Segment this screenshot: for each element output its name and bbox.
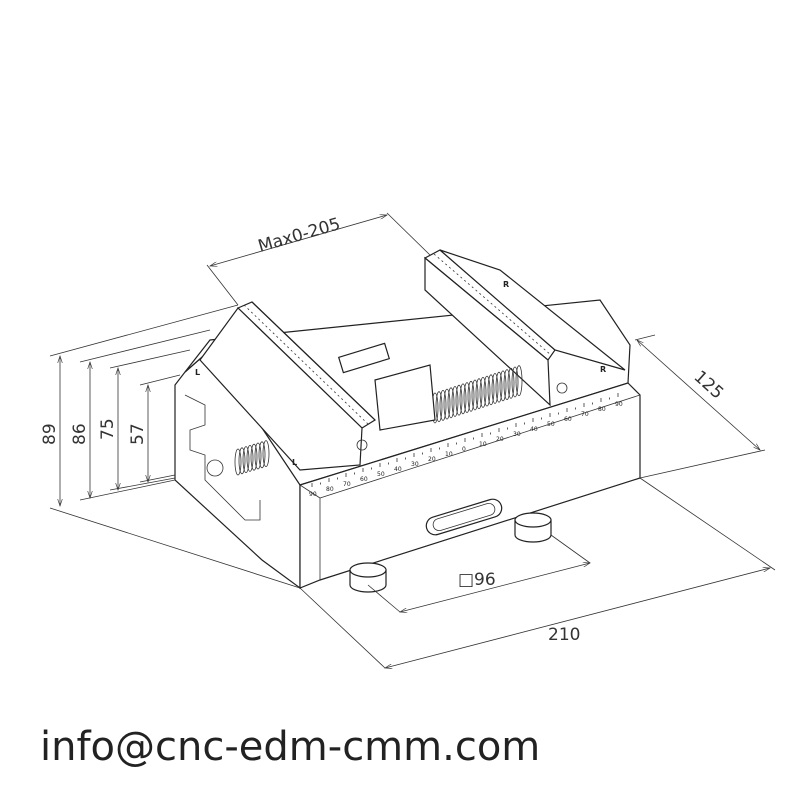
scale-label: 40 <box>530 426 538 433</box>
spring-coil <box>499 370 507 402</box>
spring-coil <box>258 441 266 469</box>
scale-label: 80 <box>326 486 334 493</box>
spring-coil <box>483 375 491 407</box>
scale-label: 50 <box>377 471 385 478</box>
front-slot <box>425 498 503 536</box>
dim-height-86: 86 <box>70 423 90 445</box>
scale-label: 30 <box>411 461 419 468</box>
watermark: info@cnc-edm-cmm.com <box>40 724 540 770</box>
spring-coil <box>234 448 242 476</box>
scale-label: 60 <box>360 476 368 483</box>
scale-label: 30 <box>513 431 521 438</box>
scale-label: 90 <box>615 401 623 408</box>
screw-block <box>337 342 391 374</box>
spring-coil <box>435 391 443 423</box>
scale-label: 10 <box>479 441 487 448</box>
spring-coil <box>246 444 254 472</box>
right-jaw: R R <box>423 249 626 407</box>
scale-label: 20 <box>428 456 436 463</box>
spring-coil <box>467 380 475 412</box>
spring-coil <box>515 365 523 397</box>
spring-coil <box>471 379 479 411</box>
jaw-label-right: R <box>503 280 509 289</box>
spring-coil <box>262 440 270 468</box>
dimension-lines <box>49 212 776 668</box>
spring-coil <box>447 387 455 419</box>
scale-label: 70 <box>343 481 351 488</box>
spring-coil <box>242 446 250 474</box>
dim-pattern: □96 <box>458 570 496 590</box>
jaw-label-left-2: L <box>292 458 297 467</box>
spring-coil <box>503 369 511 401</box>
spring-coil <box>487 374 495 406</box>
dim-height-89: 89 <box>40 423 60 445</box>
scale-label: 10 <box>445 451 453 458</box>
spring-coil <box>475 378 483 410</box>
spring-coil <box>254 442 262 470</box>
spring-coil <box>511 366 519 398</box>
dim-height-75: 75 <box>98 418 118 440</box>
scale-label: 60 <box>564 416 572 423</box>
spring-coil <box>439 389 447 421</box>
dim-height-57: 57 <box>128 423 148 445</box>
spring-coil <box>250 443 258 471</box>
scale-label: 0 <box>462 446 466 453</box>
spring-coil <box>455 384 463 416</box>
spring-coil <box>479 376 487 408</box>
dim-jaw-opening: Max0-205 <box>256 214 343 257</box>
left-jaw: L L <box>195 301 376 471</box>
spring-coil <box>443 388 451 420</box>
scale-label: 70 <box>581 411 589 418</box>
jaw-label-left: L <box>195 368 200 377</box>
spring-coil <box>507 367 515 399</box>
dim-width: 210 <box>548 625 580 645</box>
dim-depth: 125 <box>690 367 728 404</box>
spring-coil <box>238 447 246 475</box>
scale-label: 40 <box>394 466 402 473</box>
spring-coil <box>491 373 499 404</box>
jaw-label-right-2: R <box>600 365 606 374</box>
scale-label: 20 <box>496 436 504 443</box>
spring-coil <box>459 383 467 415</box>
scale-label: 90 <box>309 491 317 498</box>
spring-coil <box>451 386 459 417</box>
vise-feet <box>349 512 552 593</box>
front-scale: 90 80 70 60 50 40 30 20 10 0 10 20 30 40 50 60 70 80 90 <box>309 393 623 498</box>
scale-label: 50 <box>547 421 555 428</box>
spring-coil <box>463 382 471 414</box>
scale-label: 80 <box>598 406 606 413</box>
movable-block <box>374 364 436 431</box>
spindle-spring <box>234 365 523 476</box>
spring-coil <box>495 371 503 403</box>
